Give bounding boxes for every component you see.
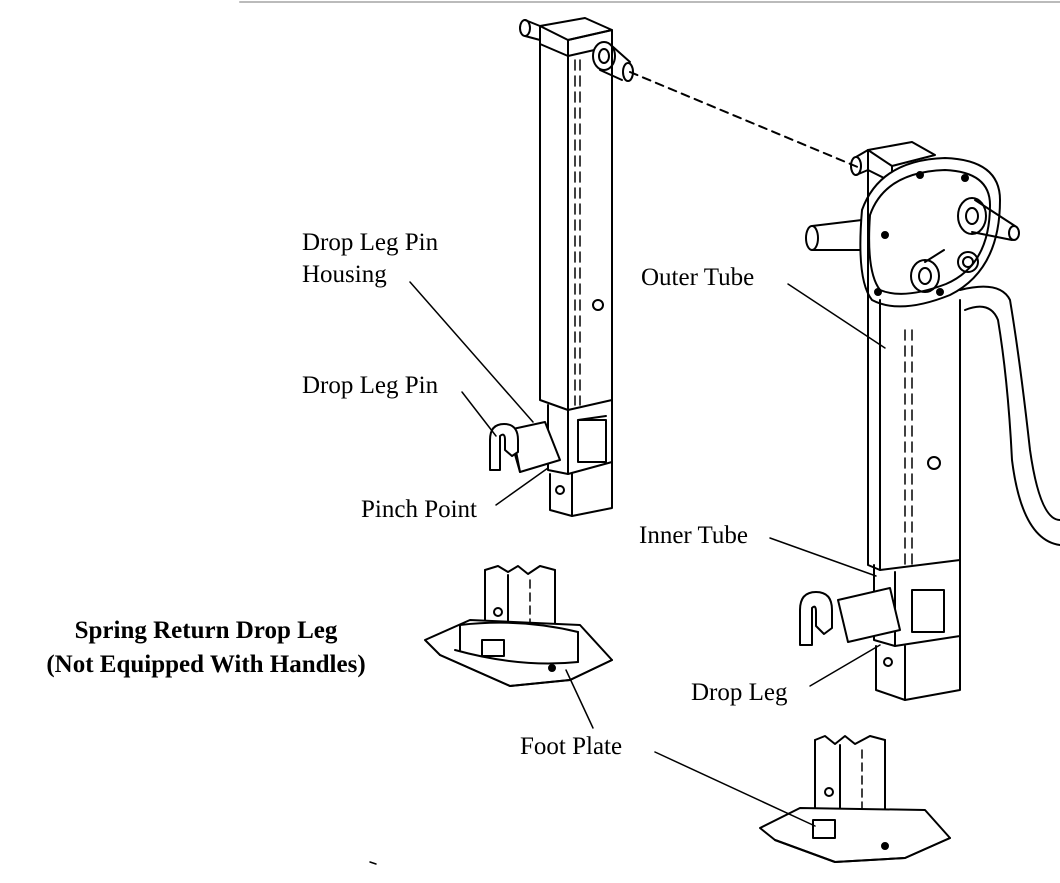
label-inner-tube: Inner Tube	[639, 522, 749, 549]
label-foot-plate: Foot Plate	[520, 733, 623, 760]
stray-mark	[369, 861, 377, 865]
label-pinch-point: Pinch Point	[361, 496, 477, 523]
leader-outer-tube	[787, 283, 886, 349]
label-drop-leg-pin-housing-line1: Drop Leg Pin	[302, 229, 439, 256]
left-foot-plate-drawing	[424, 565, 613, 687]
right-foot-plate-drawing	[759, 735, 951, 863]
leader-drop-leg-pin	[461, 391, 497, 437]
label-outer-tube: Outer Tube	[641, 264, 755, 291]
label-drop-leg-pin: Drop Leg Pin	[302, 372, 439, 399]
label-drop-leg: Drop Leg	[691, 679, 788, 706]
leader-inner-tube	[769, 537, 877, 577]
leader-foot-plate-right	[654, 751, 816, 827]
leader-drop-leg	[809, 644, 881, 687]
leader-lines	[409, 281, 886, 827]
diagram-title-line2: (Not Equipped With Handles)	[46, 651, 366, 678]
right-jack-assembly	[799, 141, 1060, 701]
label-drop-leg-pin-housing-line2: Housing	[302, 261, 387, 288]
left-drop-leg-assembly	[489, 17, 634, 517]
diagram-title-line1: Spring Return Drop Leg	[74, 617, 338, 644]
leader-pin-housing	[409, 281, 534, 423]
leader-foot-plate-left	[565, 669, 594, 729]
leader-pinch-point	[495, 467, 549, 506]
alignment-dashed-line	[629, 71, 861, 169]
